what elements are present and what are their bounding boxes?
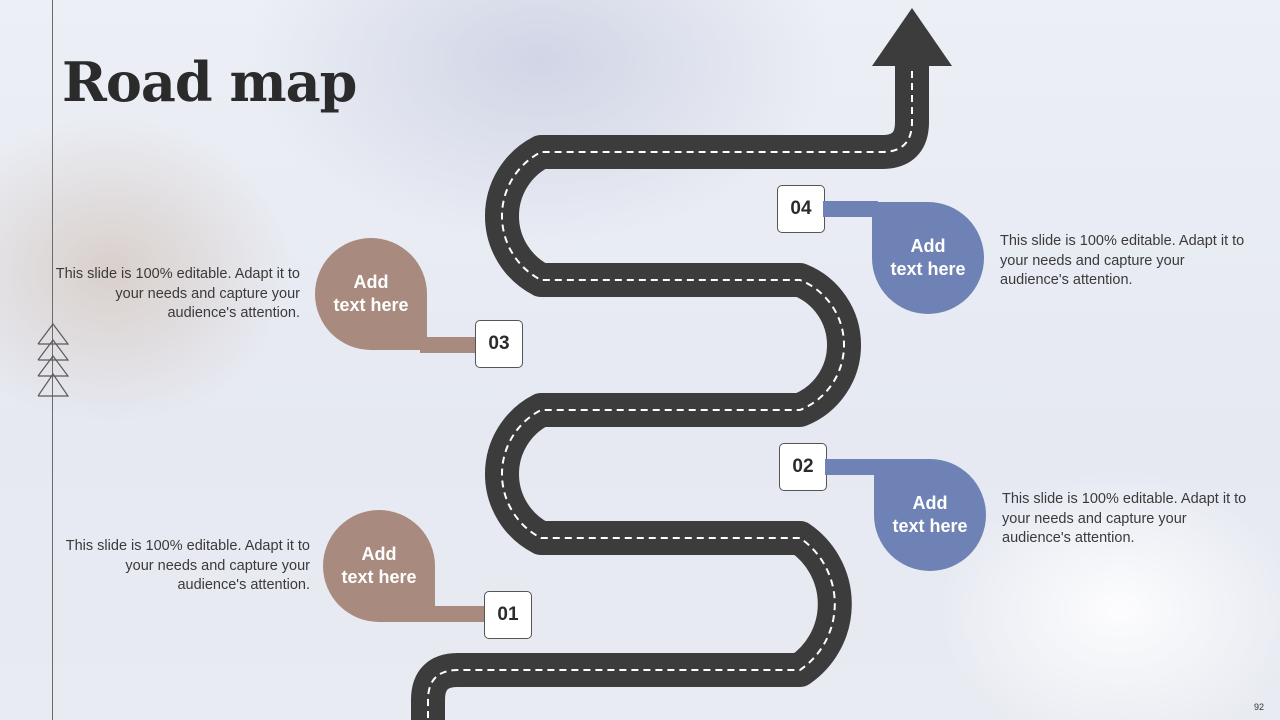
milestone-03-number[interactable]: 03 (475, 320, 523, 368)
milestone-02-connector (825, 459, 880, 475)
triple-chevron-up-icon (37, 323, 70, 397)
milestone-01-number[interactable]: 01 (484, 591, 532, 639)
arrow-up-icon (872, 8, 952, 66)
milestone-03-connector (420, 337, 478, 353)
milestone-03-description: This slide is 100% editable. Adapt it to… (55, 266, 300, 321)
milestone-02-bubble[interactable]: Add text here (874, 459, 986, 571)
milestone-01-description: This slide is 100% editable. Adapt it to… (65, 538, 310, 593)
milestone-03-bubble[interactable]: Add text here (315, 238, 427, 350)
page-number: 92 (1253, 702, 1264, 712)
page-title: Road map (62, 50, 357, 114)
milestone-04-number[interactable]: 04 (777, 185, 825, 233)
milestone-02-number[interactable]: 02 (779, 443, 827, 491)
milestone-01-connector (430, 606, 488, 622)
milestone-04-description: This slide is 100% editable. Adapt it to… (1000, 233, 1245, 288)
milestone-02-description: This slide is 100% editable. Adapt it to… (1002, 491, 1247, 546)
milestone-01-bubble[interactable]: Add text here (323, 510, 435, 622)
milestone-04-connector (823, 201, 878, 217)
milestone-04-bubble[interactable]: Add text here (872, 202, 984, 314)
